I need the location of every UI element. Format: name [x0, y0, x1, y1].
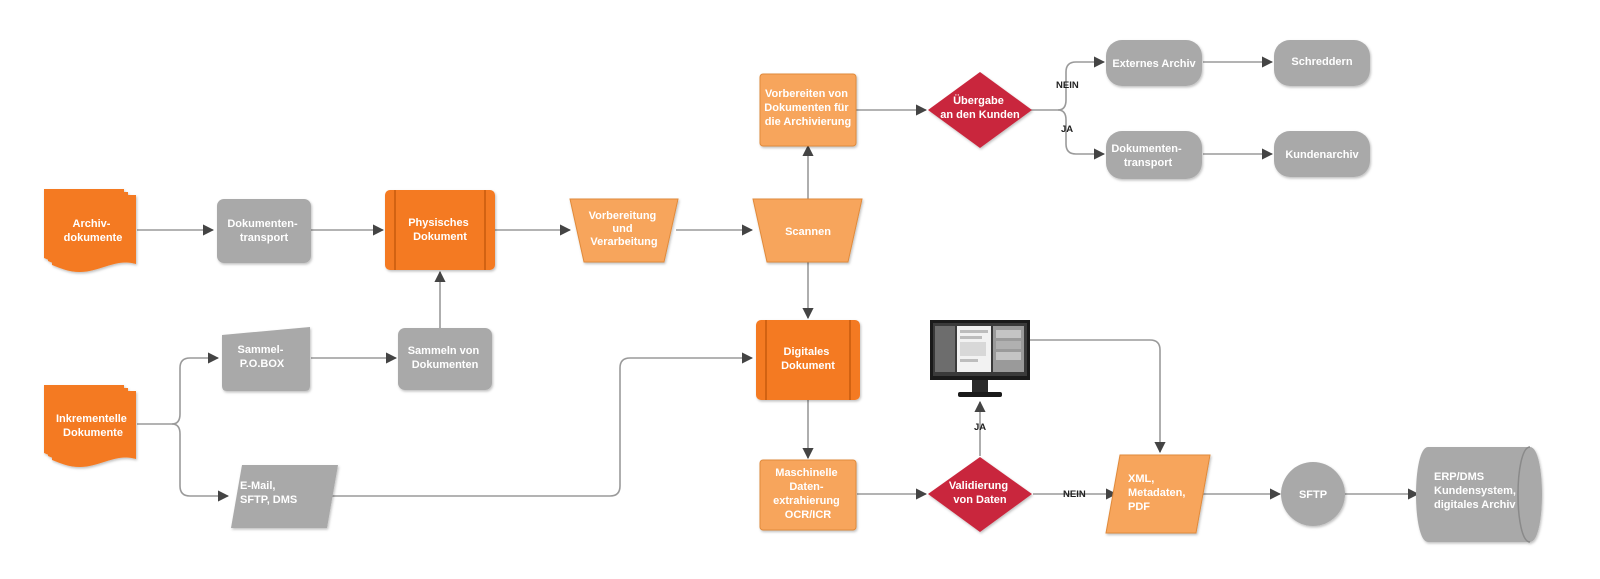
node-dokumententransport-1: Dokumenten- transport	[217, 199, 311, 263]
node-inkrementelle-dokumente: Inkrementelle Dokumente	[44, 385, 136, 467]
edge-inkrementell-to-pobox	[171, 352, 220, 425]
edge-monitor-to-xml	[1030, 339, 1166, 454]
label-dokumententransport-2: Dokumenten- transport	[1111, 143, 1184, 169]
node-sftp: SFTP	[1281, 462, 1345, 526]
node-maschinelle-extraktion: Maschinelle Daten- extrahierung OCR/ICR	[759, 459, 857, 531]
node-validierung: Validierung von Daten	[928, 457, 1032, 532]
label-uebergabe-kunden: Übergabe an den Kunden	[940, 94, 1020, 121]
node-vorbereitung: Vorbereitung und Verarbeitung	[569, 198, 679, 263]
edge-labels: NEIN JA JA NEIN	[974, 80, 1086, 500]
node-sammeln-von-dokumenten: Sammeln von Dokumenten	[398, 328, 492, 390]
label-email-sftp-dms: E-Mail, SFTP, DMS	[240, 480, 297, 506]
node-scannen: Scannen	[752, 198, 863, 263]
node-digitales-dokument: Digitales Dokument	[756, 320, 860, 400]
label-vorbereitung: Vorbereitung und Verarbeitung	[589, 210, 660, 248]
label-scannen: Scannen	[785, 226, 831, 238]
label-externes-archiv: Externes Archiv	[1112, 58, 1196, 70]
label-schreddern: Schreddern	[1291, 56, 1352, 68]
node-xml-metadaten-pdf: XML, Metadaten, PDF	[1105, 454, 1211, 534]
node-dokumententransport-2: Dokumenten- transport	[1106, 131, 1202, 179]
node-kundenarchiv: Kundenarchiv	[1274, 131, 1370, 177]
computer-monitor-icon	[930, 320, 1030, 397]
label-dokumententransport-1: Dokumenten- transport	[227, 218, 300, 244]
node-externes-archiv: Externes Archiv	[1106, 40, 1202, 86]
node-physisches-dokument: Physisches Dokument	[385, 190, 495, 270]
label-archivdokumente: Archiv- dokumente	[64, 218, 123, 244]
edge-label-validierung-ja: JA	[974, 422, 986, 433]
node-sammel-pobox: Sammel- P.O.BOX	[222, 327, 310, 391]
edge-label-uebergabe-nein: NEIN	[1056, 80, 1079, 91]
edge-label-validierung-nein: NEIN	[1063, 489, 1086, 500]
label-maschinelle-extraktion: Maschinelle Daten- extrahierung OCR/ICR	[773, 467, 843, 521]
edge-email-to-digital	[332, 352, 754, 497]
label-erp-dms: ERP/DMS Kundensystem, digitales Archiv	[1434, 471, 1519, 511]
node-email-sftp-dms: E-Mail, SFTP, DMS	[231, 465, 338, 528]
edge-uebergabe-nein	[1057, 56, 1106, 111]
label-validierung: Validierung von Daten	[949, 480, 1011, 506]
edge-label-uebergabe-ja: JA	[1061, 124, 1073, 135]
node-uebergabe-kunden: Übergabe an den Kunden	[928, 72, 1032, 148]
label-kundenarchiv: Kundenarchiv	[1285, 149, 1359, 161]
connectors	[137, 56, 1420, 502]
edge-inkrementell-to-email	[171, 423, 230, 502]
label-xml-metadaten-pdf: XML, Metadaten, PDF	[1128, 473, 1189, 513]
edge-uebergabe-ja	[1057, 109, 1106, 160]
node-vorbereiten-archivierung: Vorbereiten von Dokumenten für die Archi…	[759, 73, 857, 147]
label-sftp: SFTP	[1299, 489, 1327, 501]
label-vorbereiten-archivierung: Vorbereiten von Dokumenten für die Archi…	[764, 88, 851, 128]
label-sammeln-von-dokumenten: Sammeln von Dokumenten	[408, 345, 483, 371]
label-sammel-pobox: Sammel- P.O.BOX	[238, 344, 287, 370]
label-inkrementelle-dokumente: Inkrementelle Dokumente	[56, 413, 130, 439]
label-physisches-dokument: Physisches Dokument	[408, 217, 472, 243]
node-schreddern: Schreddern	[1274, 40, 1370, 86]
label-digitales-dokument: Digitales Dokument	[781, 346, 835, 372]
node-archivdokumente: Archiv- dokumente	[44, 189, 136, 272]
node-erp-dms: ERP/DMS Kundensystem, digitales Archiv	[1416, 446, 1542, 543]
